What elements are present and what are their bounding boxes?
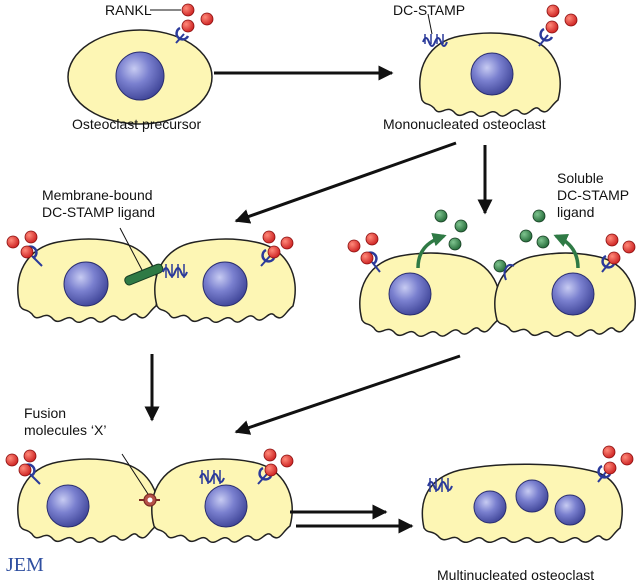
rankl-molecule bbox=[5, 453, 19, 467]
cell-soluble-left bbox=[359, 252, 501, 337]
dc-stamp-icon bbox=[429, 478, 449, 492]
rankl-molecule bbox=[605, 233, 619, 247]
secretion-arrow-right bbox=[553, 233, 580, 269]
rankl-receptor bbox=[538, 20, 559, 47]
rankl-molecule bbox=[365, 232, 379, 246]
dc-stamp-icon bbox=[162, 267, 188, 277]
rankl-receptor bbox=[175, 19, 195, 44]
cell-membrane-right bbox=[154, 238, 296, 323]
rankl-molecule bbox=[620, 452, 634, 466]
cell-soluble-right bbox=[494, 252, 636, 337]
label-soluble-line3: ligand bbox=[557, 204, 595, 220]
rankl-molecule bbox=[181, 3, 195, 17]
dc-stamp-icon bbox=[503, 263, 515, 281]
dc-stamp-icon bbox=[165, 264, 185, 278]
precursor-cell bbox=[67, 3, 214, 125]
soluble-ligand bbox=[493, 259, 507, 273]
rankl-molecule bbox=[622, 240, 636, 254]
label-fusion-line1: Fusion bbox=[24, 405, 67, 421]
rankl-molecule bbox=[23, 449, 37, 463]
mononucleated-cell bbox=[419, 32, 561, 117]
label-multinucleated-osteoclast: Multinucleated osteoclast bbox=[437, 567, 595, 583]
multinucleated-cell bbox=[421, 463, 623, 543]
cell-fusion-left bbox=[17, 458, 159, 543]
label-dc-stamp: DC-STAMP bbox=[393, 2, 466, 18]
soluble-ligand bbox=[519, 229, 533, 243]
label-rankl: RANKL bbox=[105, 2, 152, 18]
rankl-receptor bbox=[20, 245, 43, 267]
label-fusion-line2: molecules ‘X’ bbox=[24, 422, 107, 438]
label-osteoclast-precursor: Osteoclast precursor bbox=[72, 116, 202, 132]
soluble-ligand bbox=[536, 235, 550, 249]
secretion-arrow-left bbox=[416, 232, 447, 269]
rankl-receptor bbox=[601, 251, 621, 273]
dc-stamp-icon bbox=[424, 34, 444, 44]
rankl-molecule bbox=[347, 239, 361, 253]
rankl-molecule bbox=[263, 448, 277, 462]
soluble-ligand bbox=[532, 209, 546, 223]
fusion-molecule-icon bbox=[139, 493, 160, 507]
rankl-receptor bbox=[18, 463, 41, 485]
rankl-molecule bbox=[200, 12, 214, 26]
dc-stamp-icon bbox=[201, 470, 221, 484]
dc-stamp-icon bbox=[422, 37, 448, 47]
soluble-ligand bbox=[454, 219, 468, 233]
label-mononucleated-osteoclast: Mononucleated osteoclast bbox=[383, 116, 546, 132]
membrane-bound-ligand bbox=[124, 263, 164, 286]
rankl-molecule bbox=[280, 454, 294, 468]
rankl-receptor bbox=[360, 251, 381, 273]
cell-fusion-right bbox=[151, 458, 293, 543]
rankl-molecule bbox=[280, 236, 294, 250]
rankl-molecule bbox=[6, 235, 20, 249]
rankl-molecule bbox=[602, 445, 616, 459]
arrow-to-membrane-bound bbox=[234, 141, 457, 224]
rankl-molecule bbox=[262, 230, 276, 244]
rankl-receptor bbox=[260, 245, 281, 267]
journal-logo: JEM bbox=[6, 554, 44, 576]
label-membrane-bound-line2: DC-STAMP ligand bbox=[42, 204, 156, 220]
soluble-ligand bbox=[434, 209, 448, 223]
label-soluble-line1: Soluble bbox=[557, 170, 604, 186]
rankl-molecule bbox=[564, 13, 578, 27]
rankl-receptor bbox=[257, 463, 278, 485]
label-membrane-bound-line1: Membrane-bound bbox=[42, 187, 153, 203]
cell-membrane-left bbox=[17, 238, 159, 323]
rankl-molecule bbox=[546, 4, 560, 18]
label-soluble-line2: DC-STAMP bbox=[557, 187, 630, 203]
arrow-soluble-to-fusion bbox=[234, 354, 461, 435]
rankl-receptor bbox=[597, 461, 617, 483]
soluble-ligand bbox=[448, 237, 462, 251]
rankl-molecule bbox=[24, 230, 38, 244]
